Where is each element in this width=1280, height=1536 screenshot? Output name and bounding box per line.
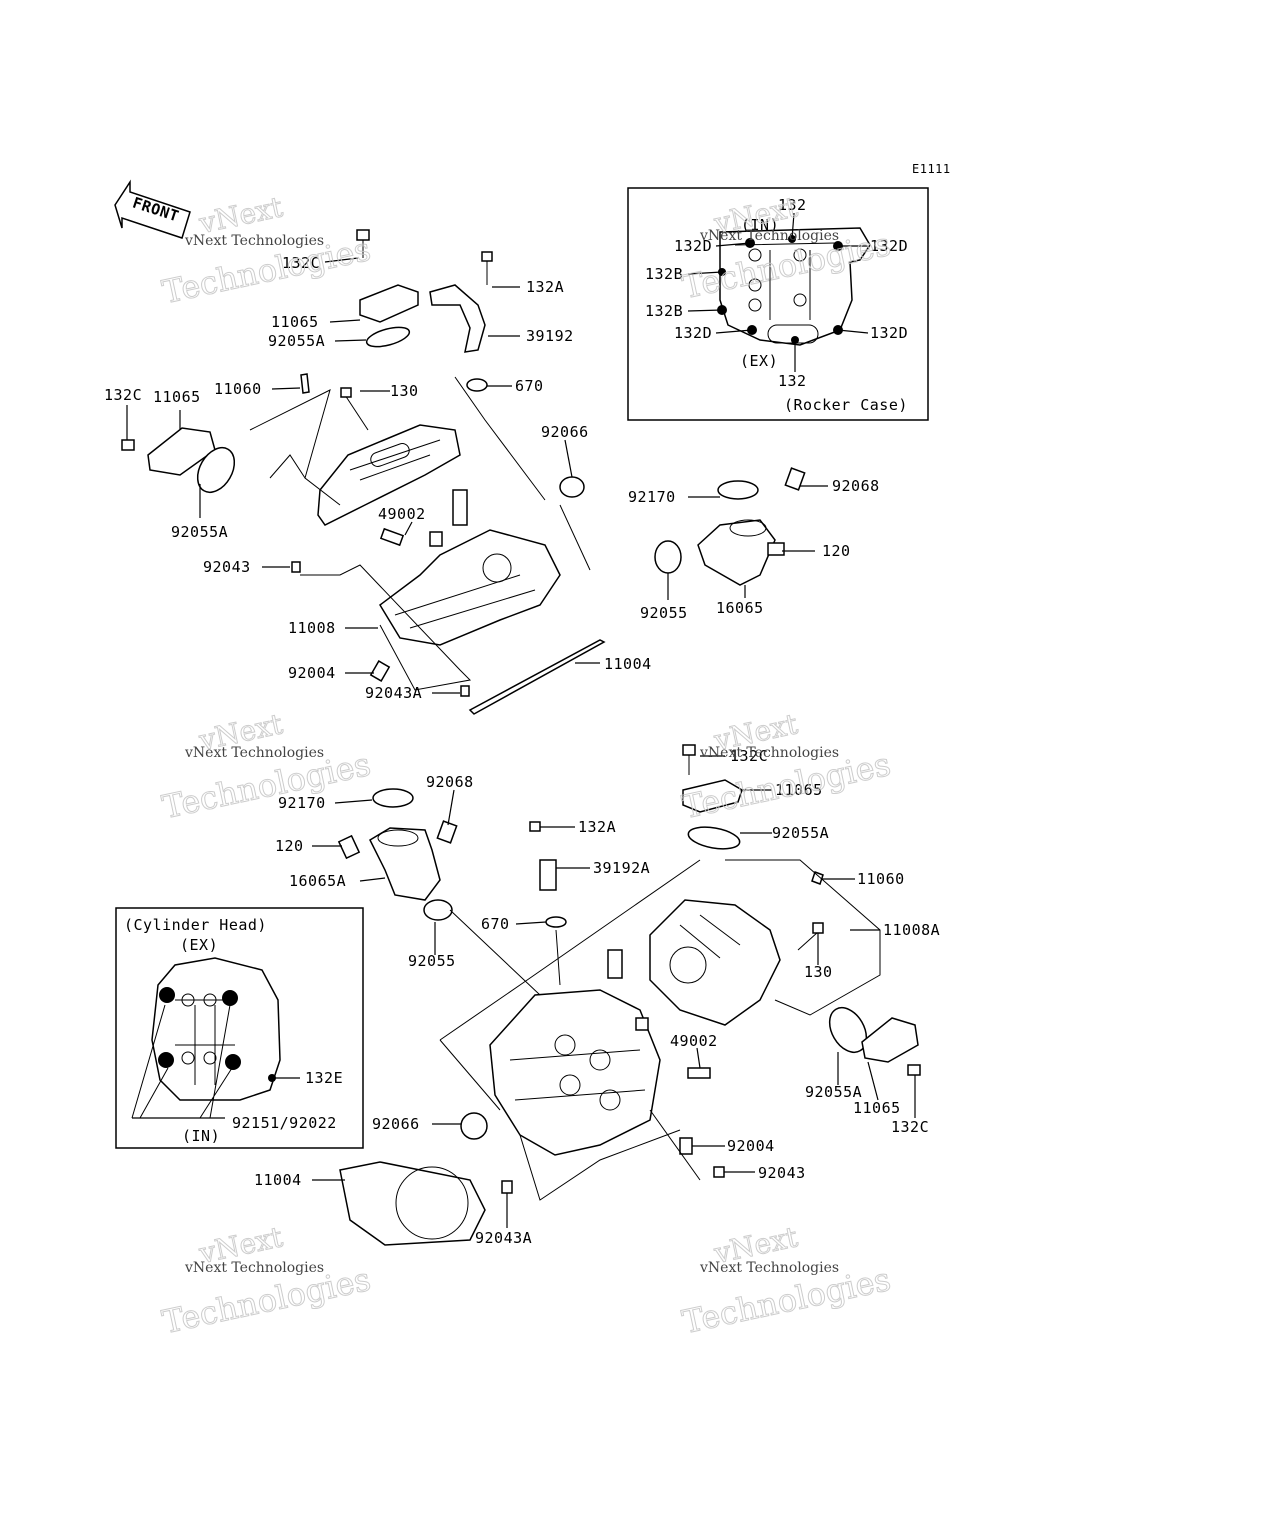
watermark-mid-left: vNext vNext Technologies Technologies: [158, 707, 374, 827]
label-132a-front: 132A: [526, 278, 564, 296]
rocker-case-inset: 132 (IN) 132D 132D 132B 132B 132D 132D (…: [627, 187, 929, 421]
label-92068-front: 92068: [832, 477, 880, 495]
label-132c-rear-right: 132C: [891, 1118, 929, 1136]
rocker-label-132d-1: 132D: [674, 237, 712, 255]
label-16065: 16065: [716, 599, 764, 617]
rocker-label-132-top: 132: [778, 196, 807, 214]
watermark-top-left: vNext vNext Technologies Technologies: [158, 190, 374, 312]
label-92068-rear: 92068: [426, 773, 474, 791]
label-11065-rear-top: 11065: [775, 781, 823, 799]
rocker-label-132b-1: 132B: [645, 265, 683, 283]
watermark-mid-right: vNext vNext Technologies Technologies: [678, 707, 894, 827]
label-92066-front: 92066: [541, 423, 589, 441]
label-92043-front: 92043: [203, 558, 251, 576]
watermark-line: vNext Technologies: [699, 228, 839, 244]
watermark-line: vNext Technologies: [184, 1260, 324, 1276]
rocker-ex-label: (EX): [740, 352, 778, 370]
rocker-label-132d-3: 132D: [674, 324, 712, 342]
rocker-label-132b-2: 132B: [645, 302, 683, 320]
label-120-front: 120: [822, 542, 851, 560]
label-11004-rear: 11004: [254, 1171, 302, 1189]
label-92055a-front-left: 92055A: [171, 523, 228, 541]
label-132c-front-left: 132C: [104, 386, 142, 404]
label-11008a: 11008A: [883, 921, 940, 939]
label-132e: 132E: [305, 1069, 343, 1087]
label-92055a-rear-top: 92055A: [772, 824, 829, 842]
cylinder-inset-title: (Cylinder Head): [124, 916, 267, 934]
label-670-front: 670: [515, 377, 544, 395]
label-120-rear: 120: [275, 837, 304, 855]
label-39192a: 39192A: [593, 859, 650, 877]
label-92066-rear: 92066: [372, 1115, 420, 1133]
label-11065-front-top: 11065: [271, 313, 319, 331]
label-132c-rear-top: 132C: [730, 747, 768, 765]
watermark-bottom-left: vNext vNext Technologies Technologies: [158, 1220, 374, 1342]
rocker-label-132-bottom: 132: [778, 372, 807, 390]
label-92004-front: 92004: [288, 664, 336, 682]
rear-cylinder-assembly: 132C 11065 92170 92068 132A 92055A 120 3…: [254, 744, 940, 1247]
diagram-code: E1111: [912, 162, 951, 176]
label-92055a-front-top: 92055A: [268, 332, 325, 350]
label-92043a-rear: 92043A: [475, 1229, 532, 1247]
label-11065-front-left: 11065: [153, 388, 201, 406]
label-130-front: 130: [390, 382, 419, 400]
label-11004-front: 11004: [604, 655, 652, 673]
cylinder-in-label: (IN): [182, 1127, 220, 1145]
label-92151-92022: 92151/92022: [232, 1114, 337, 1132]
label-92170-front: 92170: [628, 488, 676, 506]
label-11060-front: 11060: [214, 380, 262, 398]
label-11008: 11008: [288, 619, 336, 637]
label-130-rear: 130: [804, 963, 833, 981]
rocker-label-132d-4: 132D: [870, 324, 908, 342]
label-670-rear: 670: [481, 915, 510, 933]
label-92055-front: 92055: [640, 604, 688, 622]
label-16065a: 16065A: [289, 872, 346, 890]
watermark-bottom-right: vNext vNext Technologies Technologies: [678, 1220, 894, 1342]
label-11065-rear-right: 11065: [853, 1099, 901, 1117]
front-arrow-icon: FRONT: [114, 179, 191, 239]
front-cylinder-assembly: 132C 132A 11065 39192 92055A 11060 130 6…: [104, 229, 880, 715]
watermark-line: vNext Technologies: [699, 1260, 839, 1276]
label-132a-rear: 132A: [578, 818, 616, 836]
watermark-line: vNext Technologies: [699, 745, 839, 761]
watermark-line: vNext Technologies: [184, 233, 324, 249]
label-49002-rear: 49002: [670, 1032, 718, 1050]
label-92043-rear: 92043: [758, 1164, 806, 1182]
label-39192: 39192: [526, 327, 574, 345]
label-92055a-rear-right: 92055A: [805, 1083, 862, 1101]
label-49002-front: 49002: [378, 505, 426, 523]
watermark-line: vNext Technologies: [184, 745, 324, 761]
label-11060-rear: 11060: [857, 870, 905, 888]
rocker-in-label: (IN): [741, 216, 779, 234]
rocker-inset-title: (Rocker Case): [784, 396, 908, 414]
cylinder-ex-label: (EX): [180, 936, 218, 954]
label-92055-rear: 92055: [408, 952, 456, 970]
label-132c-front-top: 132C: [282, 254, 320, 272]
label-92004-rear: 92004: [727, 1137, 775, 1155]
rocker-label-132d-2: 132D: [870, 237, 908, 255]
label-92043a-front: 92043A: [365, 684, 422, 702]
label-92170-rear: 92170: [278, 794, 326, 812]
cylinder-head-inset: (Cylinder Head) (EX) 132E 92151/92022 (I…: [115, 907, 364, 1149]
